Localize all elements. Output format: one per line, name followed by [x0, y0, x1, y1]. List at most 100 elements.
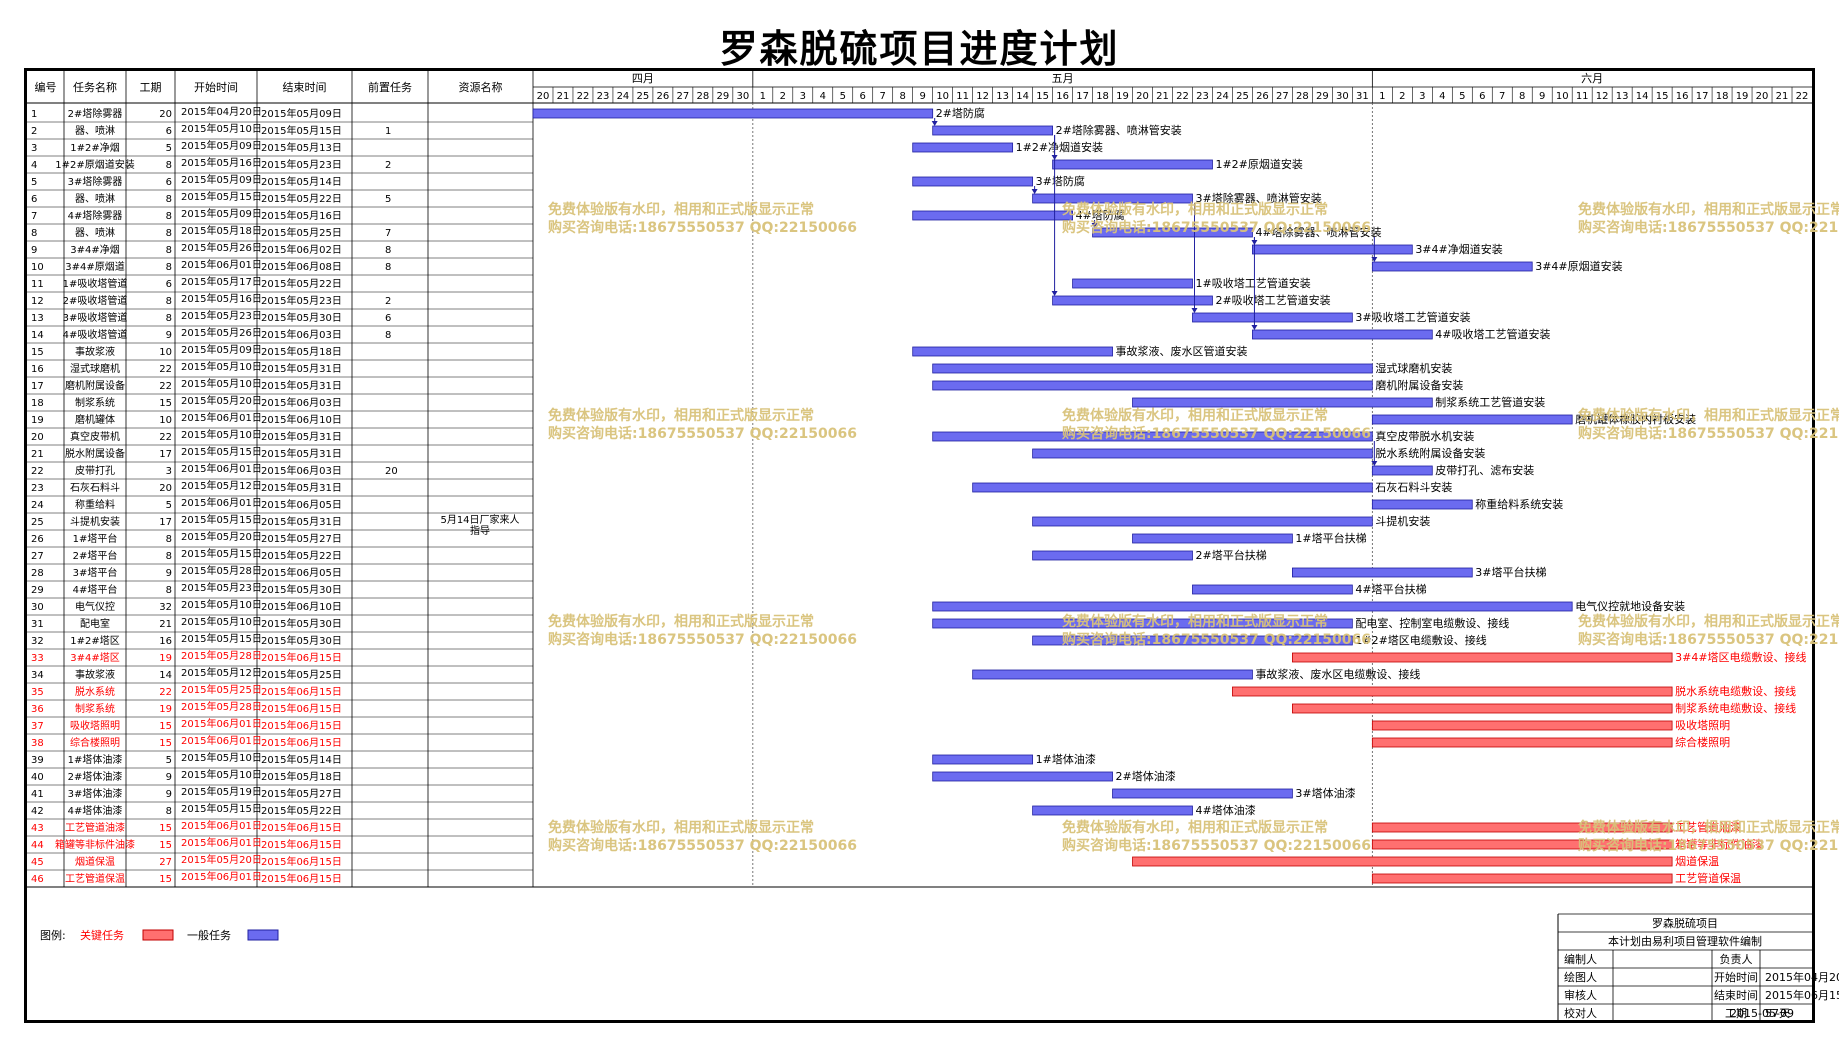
gantt-bar — [1232, 686, 1673, 697]
column-header: 编号 — [35, 80, 57, 94]
task-name: 2#塔平台 — [73, 549, 118, 562]
gantt-bar — [1371, 839, 1673, 850]
task-end: 2015年06月10日 — [261, 413, 342, 426]
day-label: 12 — [976, 91, 989, 102]
gantt-bar-label: 2#吸收塔工艺管道安装 — [1215, 293, 1330, 307]
dependency-arrow — [1371, 461, 1378, 466]
task-duration: 9 — [166, 330, 172, 341]
dependency-arrow — [1091, 223, 1098, 228]
task-name: 脱水附属设备 — [65, 447, 125, 460]
gantt-bar-label: 事故浆液、废水区电缆敷设、接线 — [1255, 667, 1420, 681]
watermark-line-2: 购买咨询电话:18675550537 QQ:22150066 — [1062, 631, 1371, 648]
task-end: 2015年06月15日 — [261, 719, 342, 732]
gantt-bar — [1371, 720, 1673, 731]
task-end: 2015年06月15日 — [261, 651, 342, 664]
info-key: 审核人 — [1564, 988, 1597, 1002]
task-start: 2015年06月01日 — [181, 819, 262, 832]
watermark-line-1: 免费体验版有水印，相用和正式版显示正常 — [1578, 201, 1839, 218]
task-duration: 32 — [159, 602, 172, 613]
task-name: 制浆系统 — [75, 702, 115, 715]
task-duration: 10 — [159, 415, 172, 426]
task-id: 17 — [31, 381, 44, 392]
task-end: 2015年05月31日 — [261, 379, 342, 392]
task-name: 器、喷淋 — [75, 192, 115, 205]
task-start: 2015年05月28日 — [181, 564, 262, 577]
gantt-bar — [1112, 788, 1293, 799]
day-label: 3 — [1419, 91, 1425, 102]
gantt-bar-label: 3#4#净烟道安装 — [1415, 242, 1502, 256]
task-start: 2015年05月15日 — [181, 802, 262, 815]
task-id: 14 — [31, 330, 44, 341]
day-label: 25 — [1236, 91, 1249, 102]
task-start: 2015年05月25日 — [181, 683, 262, 696]
task-duration: 8 — [166, 194, 172, 205]
gantt-bar — [1292, 652, 1673, 663]
day-label: 24 — [1216, 91, 1229, 102]
task-start: 2015年05月15日 — [181, 632, 262, 645]
gantt-bar — [912, 346, 1113, 357]
gantt-bar — [1032, 193, 1193, 204]
day-label: 7 — [1499, 91, 1505, 102]
gantt-bar — [1032, 550, 1193, 561]
task-start: 2015年05月09日 — [181, 139, 262, 152]
task-name: 3#塔体油漆 — [68, 787, 123, 800]
task-start: 2015年05月16日 — [181, 156, 262, 169]
task-name: 磨机附属设备 — [65, 379, 125, 392]
task-end: 2015年05月13日 — [261, 141, 342, 154]
task-end: 2015年06月05日 — [261, 566, 342, 579]
day-label: 6 — [860, 91, 866, 102]
task-duration: 6 — [166, 126, 172, 137]
task-name: 工艺管道保温 — [65, 872, 125, 885]
legend-normal-swatch — [247, 929, 279, 941]
task-predecessor: 2 — [385, 160, 391, 171]
task-start: 2015年05月10日 — [181, 360, 262, 373]
gantt-bar — [1032, 448, 1373, 459]
task-id: 10 — [31, 262, 44, 273]
gantt-bar-label: 2#塔平台扶梯 — [1195, 548, 1266, 562]
task-id: 21 — [31, 449, 44, 460]
dependency-arrow — [1371, 257, 1378, 262]
task-name: 3#塔除雾器 — [68, 175, 123, 188]
task-duration: 21 — [159, 619, 172, 630]
column-header: 资源名称 — [459, 80, 503, 94]
task-id: 46 — [31, 874, 44, 885]
task-end: 2015年05月18日 — [261, 345, 342, 358]
gantt-bar-label: 1#吸收塔工艺管道安装 — [1195, 276, 1310, 290]
gantt-bar-label: 磨机附属设备安装 — [1375, 378, 1463, 392]
task-start: 2015年05月09日 — [181, 343, 262, 356]
task-end: 2015年05月31日 — [261, 481, 342, 494]
task-id: 22 — [31, 466, 44, 477]
task-id: 9 — [31, 245, 37, 256]
task-name: 4#塔除雾器 — [68, 209, 123, 222]
task-duration: 8 — [166, 585, 172, 596]
task-duration: 22 — [159, 381, 172, 392]
task-id: 3 — [31, 143, 37, 154]
gantt-bar-label: 电气仪控就地设备安装 — [1575, 599, 1685, 613]
watermark-line-1: 免费体验版有水印，相用和正式版显示正常 — [1578, 613, 1839, 630]
task-start: 2015年05月09日 — [181, 173, 262, 186]
gantt-bar — [1371, 465, 1433, 476]
task-id: 30 — [31, 602, 44, 613]
task-name: 事故浆液 — [75, 345, 115, 358]
gantt-bar-label: 4#塔平台扶梯 — [1355, 582, 1426, 596]
day-label: 23 — [597, 91, 610, 102]
day-label: 28 — [1296, 91, 1309, 102]
task-name: 1#吸收塔管道 — [63, 277, 128, 290]
column-header: 开始时间 — [194, 80, 238, 94]
task-predecessor: 8 — [385, 245, 391, 256]
info-value: 57天 — [1765, 1007, 1790, 1020]
task-name: 吸收塔照明 — [70, 719, 120, 732]
gantt-bar-label: 3#吸收塔工艺管道安装 — [1355, 310, 1470, 324]
legend-critical-swatch — [142, 929, 174, 941]
task-duration: 5 — [166, 500, 172, 511]
task-name: 配电室 — [80, 617, 110, 630]
gantt-bar-label: 配电室、控制室电缆敷设、接线 — [1355, 616, 1509, 630]
task-duration: 27 — [159, 857, 172, 868]
watermark-line-2: 购买咨询电话:18675550537 QQ:22150066 — [548, 631, 857, 648]
watermark-line-2: 购买咨询电话:18675550537 QQ:22150066 — [1062, 219, 1371, 236]
day-label: 19 — [1736, 91, 1749, 102]
gantt-bar-label: 皮带打孔、滤布安装 — [1435, 463, 1534, 477]
task-id: 45 — [31, 857, 44, 868]
task-name: 3#吸收塔管道 — [63, 311, 128, 324]
task-duration: 20 — [159, 483, 172, 494]
